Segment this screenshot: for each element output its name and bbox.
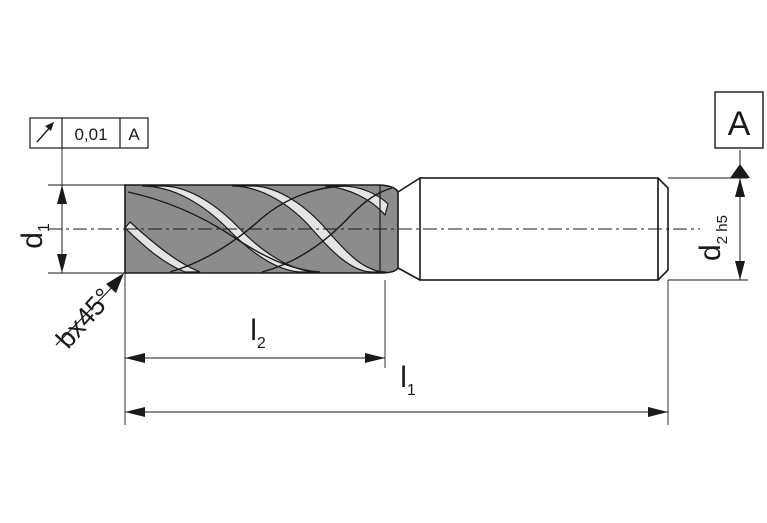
d2-label: d2 h5 <box>694 215 731 261</box>
runout-datum-reference: A <box>128 125 140 144</box>
chamfer-label: bx45° <box>50 282 119 354</box>
helix-groove-2 <box>231 185 387 273</box>
feature-control-frame: 0,01 A <box>29 117 149 149</box>
datum-box: A <box>714 91 764 149</box>
helix-groove-4 <box>324 185 389 217</box>
helix-groove-3 <box>124 221 201 273</box>
runout-tolerance-value: 0,01 <box>74 125 107 144</box>
extension-lines <box>48 148 748 425</box>
circular-runout-arrow-icon <box>36 122 54 143</box>
l1-label: l1 <box>400 361 416 399</box>
l2-label: l2 <box>250 314 266 352</box>
d1-label: d1 <box>16 223 53 249</box>
dimension-lines <box>55 150 750 417</box>
neck <box>397 177 421 281</box>
datum-label: A <box>728 105 751 143</box>
